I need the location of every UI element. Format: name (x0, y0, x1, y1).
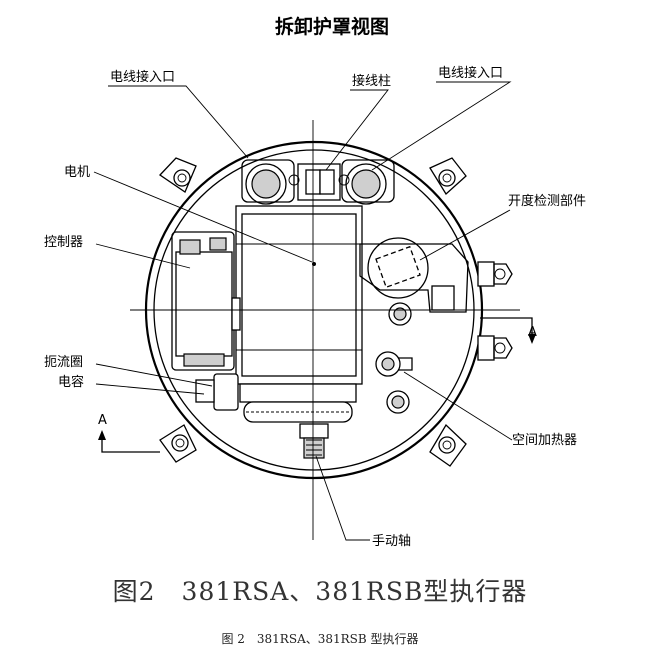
open-detect-part (359, 237, 469, 326)
figure-caption: 图 2 381RSA、381RSB 型执行器 (221, 632, 418, 646)
diagram-title: 拆卸护罩视图 (275, 15, 389, 38)
label-open-detect: 开度检测部件 (508, 193, 586, 209)
label-motor: 电机 (64, 165, 90, 180)
section-line: A A (98, 317, 537, 453)
section-a-left: A (98, 413, 107, 428)
label-cable-entry-right: 电线接入口 (438, 65, 503, 81)
label-capacitor: 电容 (58, 374, 84, 390)
centerlines (130, 120, 520, 540)
choke-capacitor-part (195, 373, 239, 411)
label-controller: 控制器 (44, 235, 83, 250)
label-cable-entry-left: 电线接入口 (110, 69, 175, 85)
label-space-heater: 空间加热器 (512, 433, 577, 448)
label-hand-shaft: 手动轴 (372, 534, 411, 549)
leader-lines (93, 81, 513, 541)
motor-part (235, 205, 363, 385)
gear-hand-shaft-part (239, 383, 357, 459)
cable-entry-left-part (241, 159, 295, 205)
space-heater-part (375, 351, 413, 414)
cable-entry-right-part (341, 159, 395, 205)
label-terminal-post: 接线柱 (352, 73, 391, 89)
controller-part (171, 231, 241, 371)
side-nuts (477, 261, 513, 361)
section-a-right: A (528, 325, 537, 340)
terminal-post-part (288, 163, 350, 201)
figure-title: 图2 381RSA、381RSB型执行器 (113, 577, 528, 606)
mounting-ears (159, 157, 467, 467)
label-choke-coil: 扼流圈 (44, 355, 83, 370)
